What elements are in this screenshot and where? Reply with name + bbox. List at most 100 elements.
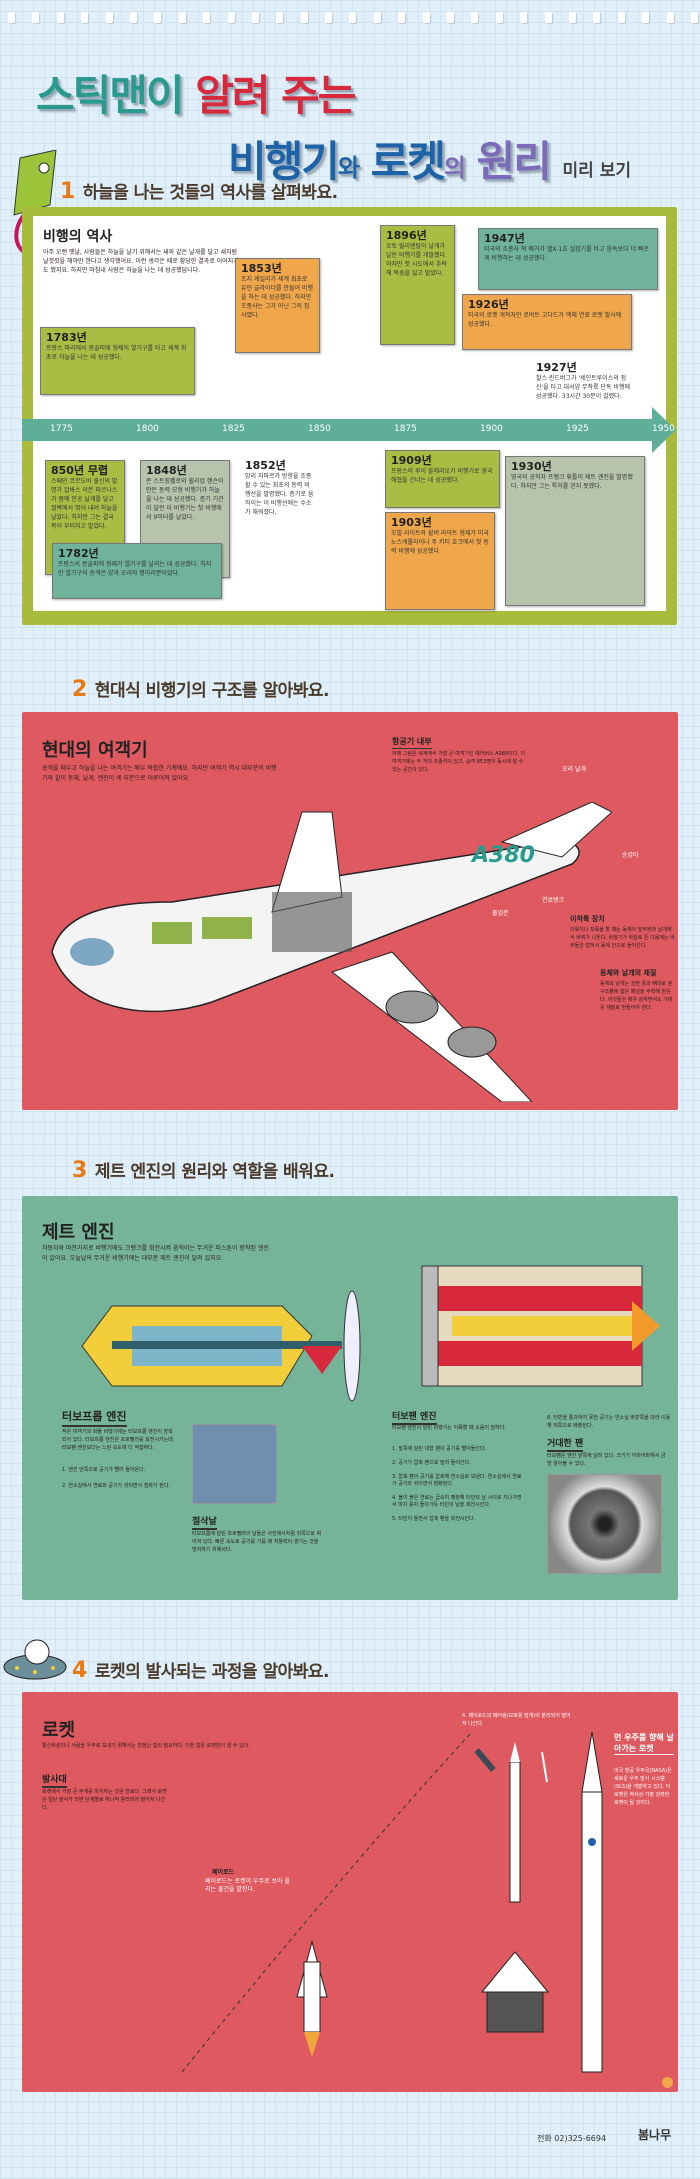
timeline-year: 1875 xyxy=(394,424,417,434)
turboprop-steps: 1. 엔진 안쪽으로 공기가 빨려 들어온다. 2. 연소실에서 연료와 공기가… xyxy=(62,1466,177,1498)
airliner-heading: 현대의 여객기 xyxy=(42,740,148,761)
event-text: 스페인 코르도바 출신의 발명가 압바스 이븐 피르나스가 몸에 인공 날개를 … xyxy=(51,478,118,530)
event-text: 프랑스의 루이 블레리오가 비행기로 영국 해협을 건너는 데 성공했다. xyxy=(391,468,493,484)
page-title-line2: 비행기와 로켓의 원리 미리 보기 xyxy=(228,128,631,189)
interior-title: 항공기 내부 xyxy=(392,736,432,749)
propeller-photo xyxy=(192,1424,277,1504)
sls-rocket-illustration xyxy=(581,1732,603,2073)
timeline-year: 1925 xyxy=(566,424,589,434)
payload-text: 페이로드는 로켓이 우주로 쏘아 올리는 물건을 말한다. xyxy=(205,1878,290,1893)
event-year: 1903년 xyxy=(391,516,432,529)
step: 2. 연소실에서 연료와 공기가 섞이면서 점화가 된다. xyxy=(62,1483,170,1489)
rocket-intro: 통신위성이나 사람을 우주로 보내기 위해서는 엄청난 힘이 필요하다. 이런 … xyxy=(42,1743,250,1749)
stage4-text: 4. 페이로드의 페어링(보호용 덮개)이 분리되어 떨어져 나간다. xyxy=(462,1713,571,1727)
step: 5. 터빈이 돌면서 압축 팬을 회전시킨다. xyxy=(392,1516,476,1522)
turboprop-diagram xyxy=(81,1290,361,1402)
event-year: 1853년 xyxy=(241,262,282,275)
turbofan-steps: 1. 앞쪽에 달린 대형 팬이 공기를 빨아들인다. 2. 공기가 압축 팬으로… xyxy=(392,1446,522,1530)
title-word: 알려 주는 xyxy=(195,71,356,120)
timeline-year: 1850 xyxy=(308,424,331,434)
timeline-year: 1950 xyxy=(652,424,675,434)
a380-logo: A380 xyxy=(470,843,535,868)
event-year: 1852년 xyxy=(245,459,286,472)
airliner-panel: 현대의 여객기 승객을 태우고 하늘을 나는 여객기는 매우 복잡한 기계예요.… xyxy=(22,712,678,1110)
rocket-launch-trajectory xyxy=(181,1731,548,2073)
turbofan-photo xyxy=(547,1474,662,1574)
event-text: 미국의 로켓 개척자인 로버트 고다드가 액체 연료 로켓 발사에 성공했다. xyxy=(468,312,622,328)
launch-pad-text: 로켓에서 가장 큰 무게를 차지하는 것은 연료다. 그래서 로켓은 일단 발사… xyxy=(42,1789,167,1811)
sls-text: 미국 항공 우주국(NASA)은 새로운 우주 발사 시스템(SLS)을 개발하… xyxy=(614,1768,672,1806)
turboprop-title: 터보프롭 엔진 xyxy=(62,1408,127,1427)
event-year: 1947년 xyxy=(484,232,525,245)
title-word: 로켓 xyxy=(370,137,446,186)
event-year: 1927년 xyxy=(536,361,577,374)
orion-capsule-illustration xyxy=(480,1742,550,2033)
step: 1. 엔진 안쪽으로 공기가 빨려 들어온다. xyxy=(62,1467,146,1473)
fan-title: 거대한 팬 xyxy=(547,1436,584,1452)
turbofan-text: 터보팬 엔진이 달린 비행기는 이륙할 때 소음이 덜하다. xyxy=(392,1425,506,1431)
timeline-year: 1800 xyxy=(136,424,159,434)
event-text: 프랑스의 몽골피에 형제가 열기구를 날리는 데 성공했다. 하지만 열기구의 … xyxy=(58,561,212,577)
title-word: 스틱맨이 xyxy=(36,71,185,120)
event-text: 미국의 조종사 척 예거가 벨X-1호 실험기를 타고 음속보다 더 빠르게 비… xyxy=(484,246,649,262)
material-title: 동체와 날개의 재질 xyxy=(600,969,657,977)
event-text: 조지 케일리가 세계 최초로 유인 글라이더를 만들어 비행을 하는 데 성공했… xyxy=(241,276,313,319)
sls-title: 먼 우주를 향해 날아가는 로켓 xyxy=(614,1733,674,1755)
turbofan-diagram xyxy=(421,1265,660,1387)
publisher-logo: 봄나무 xyxy=(638,2128,672,2142)
title-suffix: 미리 보기 xyxy=(562,161,632,181)
publisher-phone: 전화 02)325-6694 xyxy=(537,2134,607,2143)
a380-airplane-illustration: A380 xyxy=(51,802,612,1102)
event-text: 앙리 지파르가 방향을 조종할 수 있는 최초의 동력 비행선을 발명했다. 증… xyxy=(245,473,314,516)
timeline-year: 1900 xyxy=(480,424,503,434)
step: 2. 공기가 압축 팬으로 밀려 들어간다. xyxy=(392,1460,471,1466)
step: 8. 터빈을 통과하지 못한 공기는 연소실 바깥쪽을 따라 이동해 뒤쪽으로 … xyxy=(547,1415,671,1429)
event-year: 1926년 xyxy=(468,298,509,311)
label-elevator: 승강타 xyxy=(622,852,639,859)
page-title-line1: 스틱맨이 알려 주는 xyxy=(36,62,356,123)
blade-text: 터보프롭에 달린 프로펠러의 날들은 사진에서처럼 뒤쪽으로 휘어져 있다. 빠… xyxy=(192,1531,322,1553)
timeline-year: 1775 xyxy=(50,424,73,434)
history-intro: 아주 오랜 옛날, 사람들은 하늘을 날기 위해서는 새와 같은 날개를 달고 … xyxy=(43,249,239,274)
turboprop-text: 작은 여객기와 화물 비행기에는 터보프롭 엔진이 장착되어 있다. 터보프롭 … xyxy=(62,1429,175,1451)
binder-holes xyxy=(8,12,698,26)
event-text: 프랑스 파리에서 몽골피에 형제의 열기구를 타고 세계 최초로 하늘을 나는 … xyxy=(46,345,187,361)
landing-gear-text: 이륙이나 착륙을 할 때는 동체의 앞부분과 날개에서 바퀴가 나온다. 비행기… xyxy=(570,927,675,949)
arrow-head xyxy=(652,407,676,453)
event-year: 1848년 xyxy=(146,464,187,477)
title-word: 의 xyxy=(443,154,466,182)
event-text: 오토 릴리엔탈이 날개가 달린 비행기를 개발했다. 하지만 첫 시도에서 추락… xyxy=(386,243,447,277)
jet-intro: 자동차와 마찬가지로 비행기에도 크랭크를 회전시켜 움직이는 무거운 피스톤이… xyxy=(42,1245,269,1262)
jet-heading: 제트 엔진 xyxy=(42,1222,115,1243)
event-year: 1896년 xyxy=(386,229,427,242)
landing-gear-title: 이착륙 장치 xyxy=(570,915,605,923)
label-tail: 꼬리 날개 xyxy=(562,766,586,773)
kite-icon xyxy=(13,150,57,257)
event-text: 존 스트링펠로와 윌리엄 헨슨이 만든 동력 모형 비행기가 하늘을 나는 데 … xyxy=(146,478,224,521)
event-year: 1909년 xyxy=(391,454,432,467)
step: 3. 압축 팬이 공기를 압축해 연소실로 보낸다. 연소실에서 연료가 공기와… xyxy=(392,1474,522,1487)
title-word: 원리 xyxy=(476,137,552,186)
event-text: 오빌 라이트와 윌버 라이트 형제가 미국 노스캐롤라이나 주 키티 호크에서 … xyxy=(391,530,489,555)
history-panel: 비행의 역사 아주 오랜 옛날, 사람들은 하늘을 날기 위해서는 새와 같은 … xyxy=(22,207,677,625)
event-year: 1783년 xyxy=(46,331,87,344)
title-word: 비행기 xyxy=(228,137,340,186)
history-heading: 비행의 역사 xyxy=(43,229,113,245)
event-year: 850년 무렵 xyxy=(51,464,109,477)
event-year: 1782년 xyxy=(58,547,99,560)
rocket-panel: 로켓 통신위성이나 사람을 우주로 보내기 위해서는 엄청난 힘이 필요하다. … xyxy=(22,1692,678,2092)
page-number-badge xyxy=(662,2077,673,2088)
material-text: 동체와 날개는 강한 틀과 뼈대로 된 구조물에 얇은 패널을 부착해 만든다.… xyxy=(600,981,673,1011)
